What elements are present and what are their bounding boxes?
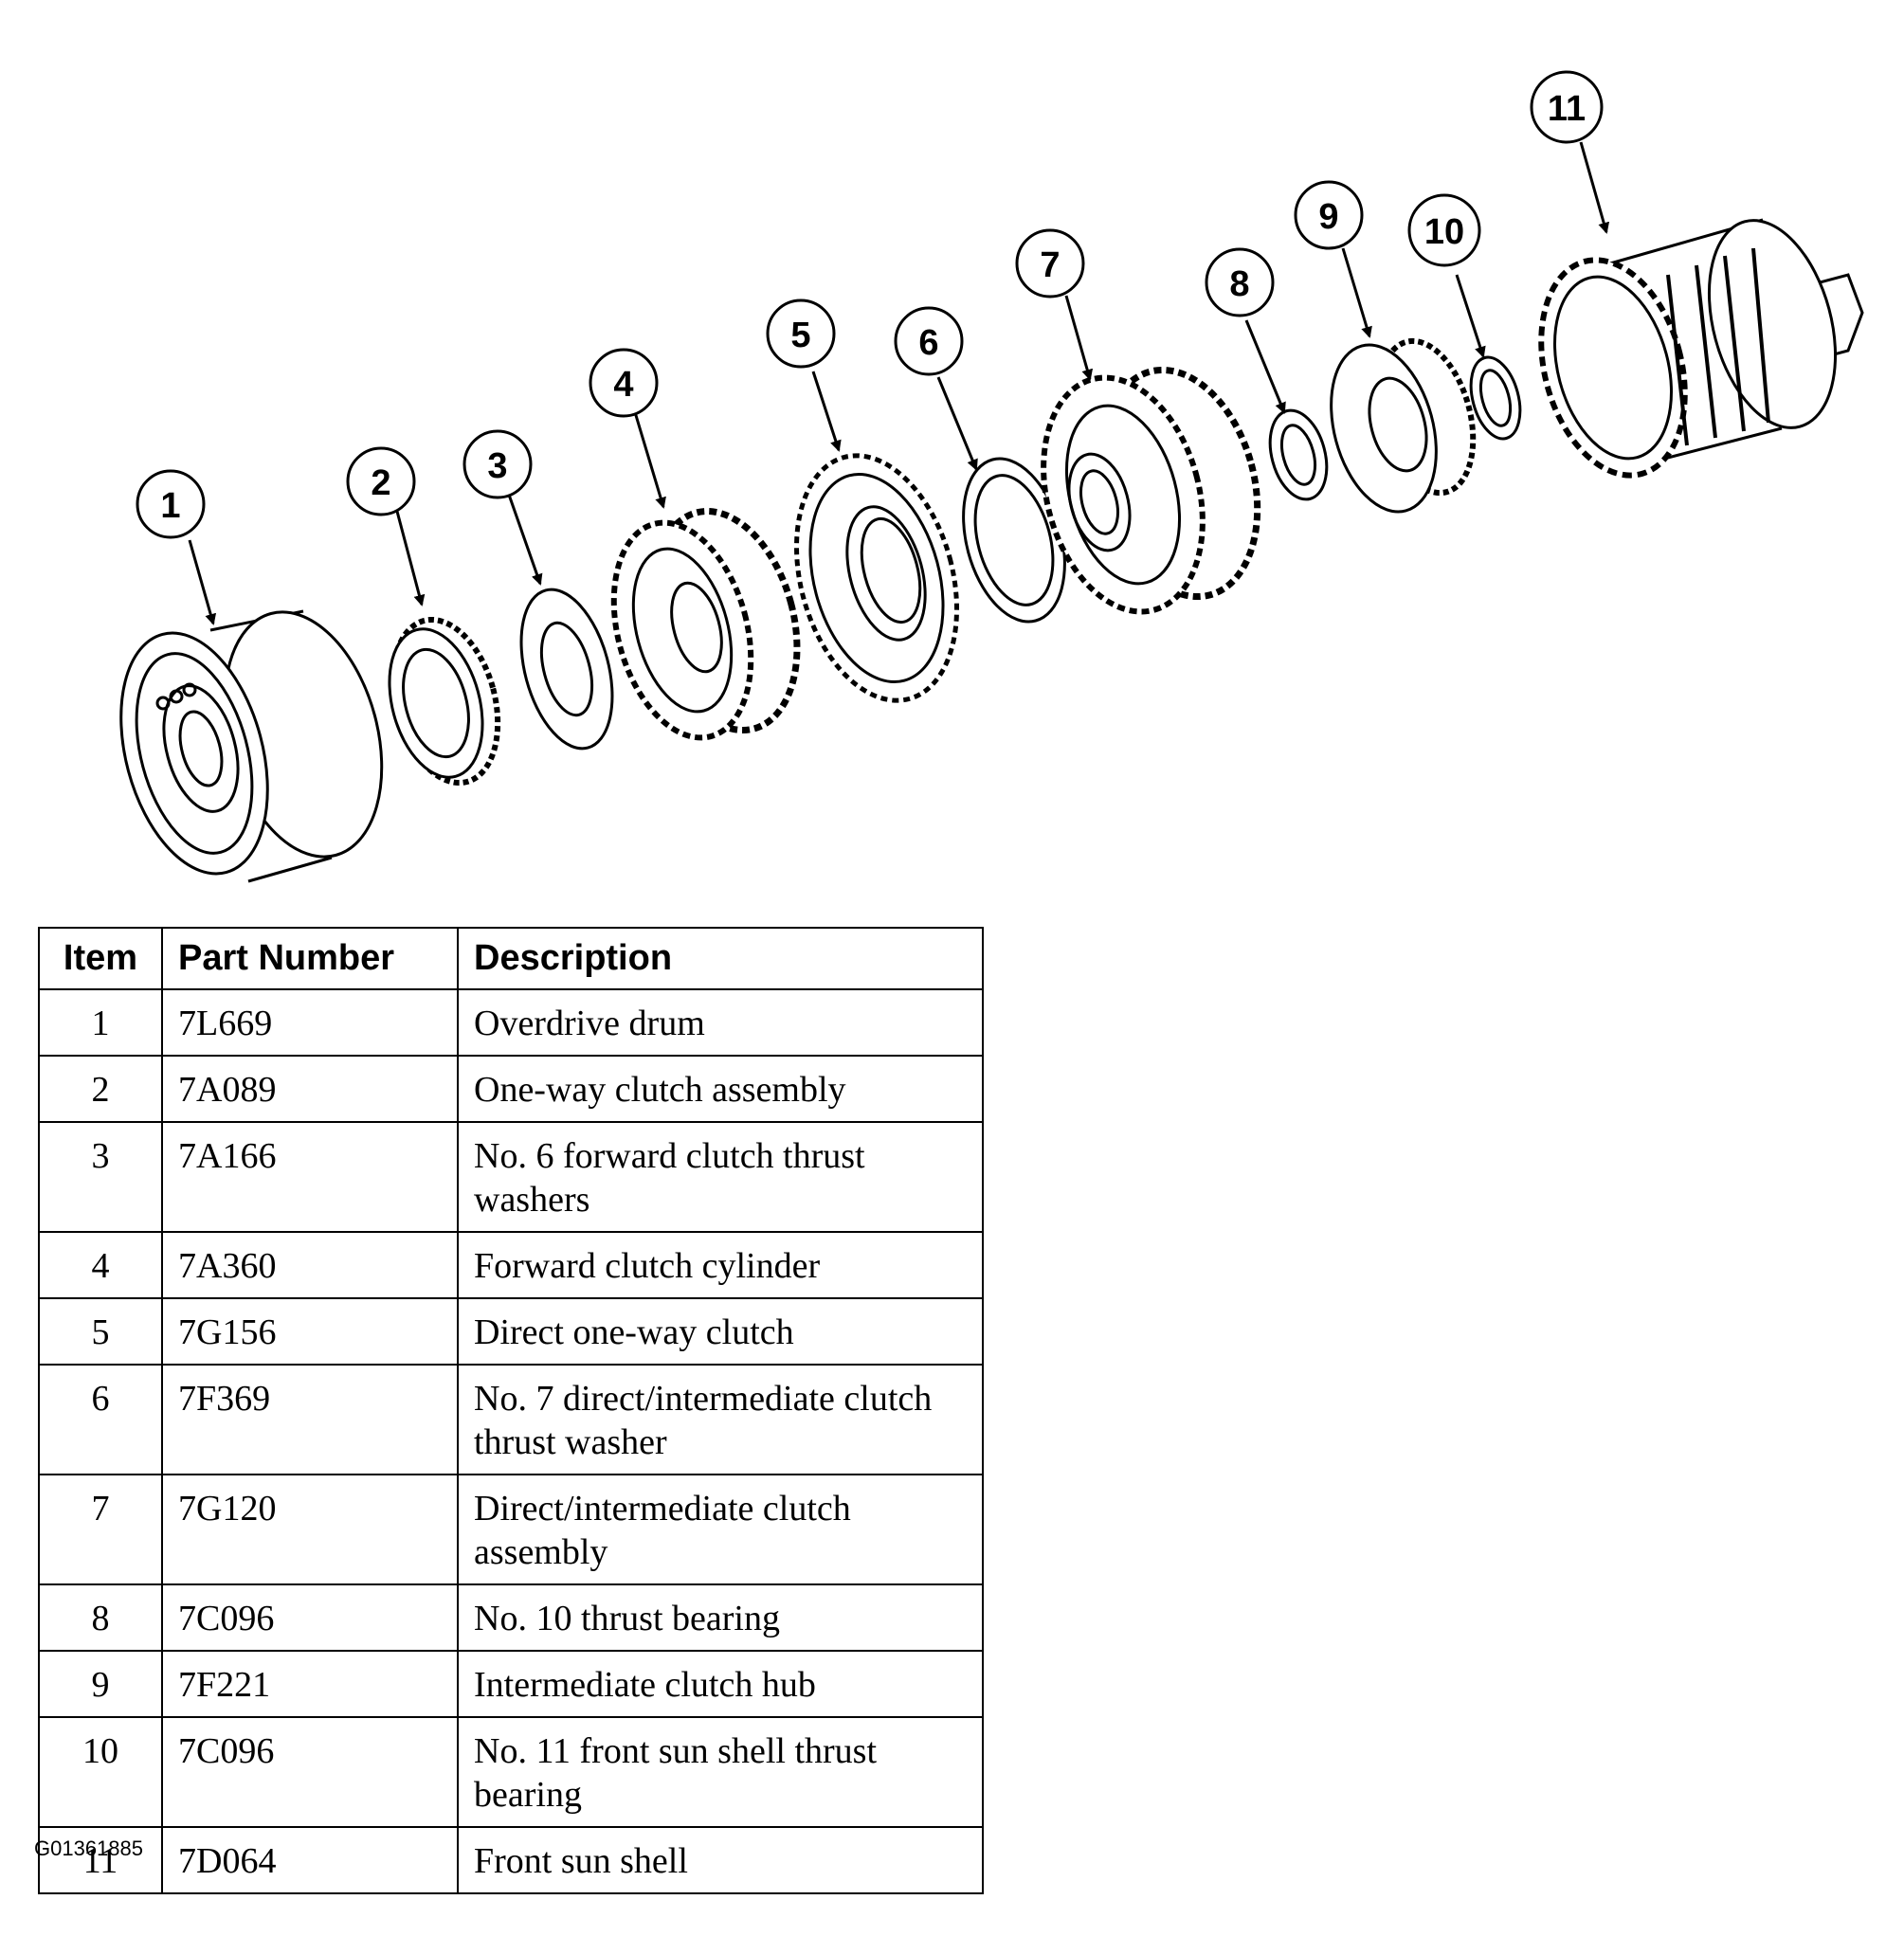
item-cell: 10 [38, 1716, 163, 1828]
item-cell: 9 [38, 1650, 163, 1718]
item-cell: 6 [38, 1364, 163, 1475]
item-cell: 11 [38, 1826, 163, 1894]
table-row: 2 7A089 One-way clutch assembly [38, 1055, 984, 1123]
callout-4-label: 4 [613, 365, 633, 405]
header-item: Item [38, 927, 163, 990]
description-cell: No. 7 direct/intermediate clutch thrust … [457, 1364, 984, 1475]
callout-1-label: 1 [160, 486, 180, 526]
description-cell: No. 10 thrust bearing [457, 1583, 984, 1652]
part-number-cell: 7L669 [161, 988, 459, 1057]
table-row: 1 7L669 Overdrive drum [38, 988, 984, 1057]
header-description: Description [457, 927, 984, 990]
table-header-row: Item Part Number Description [38, 927, 984, 990]
callout-1: 1 [136, 469, 206, 539]
part-number-cell: 7A089 [161, 1055, 459, 1123]
part-number-cell: 7G156 [161, 1297, 459, 1366]
item-cell: 8 [38, 1583, 163, 1652]
description-cell: No. 11 front sun shell thrust bearing [457, 1716, 984, 1828]
item-cell: 1 [38, 988, 163, 1057]
callout-10: 10 [1407, 193, 1481, 267]
parts-table: Item Part Number Description 1 7L669 Ove… [38, 927, 984, 1894]
table-row: 4 7A360 Forward clutch cylinder [38, 1231, 984, 1299]
part-9-intermediate-clutch-hub [1330, 337, 1477, 514]
item-cell: 3 [38, 1121, 163, 1233]
part-3-thrust-washer [519, 588, 614, 751]
part-number-cell: 7F221 [161, 1650, 459, 1718]
table-row: 7 7G120 Direct/intermediate clutch assem… [38, 1474, 984, 1585]
item-cell: 2 [38, 1055, 163, 1123]
description-cell: Intermediate clutch hub [457, 1650, 984, 1718]
description-cell: One-way clutch assembly [457, 1055, 984, 1123]
callout-9-label: 9 [1318, 197, 1338, 237]
description-cell: Forward clutch cylinder [457, 1231, 984, 1299]
part-1-overdrive-drum [119, 609, 384, 883]
part-number-cell: 7A166 [161, 1121, 459, 1233]
table-row: 5 7G156 Direct one-way clutch [38, 1297, 984, 1366]
item-cell: 4 [38, 1231, 163, 1299]
callout-8: 8 [1205, 247, 1275, 317]
callout-2-label: 2 [371, 463, 390, 503]
table-row: 9 7F221 Intermediate clutch hub [38, 1650, 984, 1718]
description-cell: Front sun shell [457, 1826, 984, 1894]
callout-arrows [188, 141, 1610, 625]
callout-2: 2 [346, 446, 416, 516]
part-10-thrust-bearing [1469, 355, 1522, 441]
callout-5-label: 5 [790, 316, 810, 355]
item-cell: 5 [38, 1297, 163, 1366]
table-row: 3 7A166 No. 6 forward clutch thrust wash… [38, 1121, 984, 1233]
table-row: 6 7F369 No. 7 direct/intermediate clutch… [38, 1364, 984, 1475]
table-row: 11 7D064 Front sun shell [38, 1826, 984, 1894]
table-row: 8 7C096 No. 10 thrust bearing [38, 1583, 984, 1652]
callout-6: 6 [894, 306, 964, 376]
callout-7-label: 7 [1040, 245, 1060, 285]
callout-8-label: 8 [1229, 264, 1249, 304]
table-row: 10 7C096 No. 11 front sun shell thrust b… [38, 1716, 984, 1828]
item-cell: 7 [38, 1474, 163, 1585]
part-number-cell: 7D064 [161, 1826, 459, 1894]
callouts: 1 2 3 4 5 6 7 8 9 10 11 [136, 70, 1604, 539]
part-number-cell: 7C096 [161, 1716, 459, 1828]
part-number-cell: 7F369 [161, 1364, 459, 1475]
part-11-front-sun-shell [1538, 218, 1864, 479]
part-8-thrust-bearing [1268, 408, 1329, 501]
callout-11-label: 11 [1548, 89, 1586, 129]
callout-10-label: 10 [1424, 212, 1464, 252]
description-cell: Direct one-way clutch [457, 1297, 984, 1366]
callout-7: 7 [1015, 228, 1085, 299]
callout-6-label: 6 [918, 323, 938, 363]
description-cell: Direct/intermediate clutch assembly [457, 1474, 984, 1585]
exploded-parts-diagram: 1 2 3 4 5 6 7 8 9 10 11 [119, 70, 1864, 883]
callout-9: 9 [1294, 180, 1364, 250]
part-number-cell: 7A360 [161, 1231, 459, 1299]
description-cell: No. 6 forward clutch thrust washers [457, 1121, 984, 1233]
part-number-cell: 7C096 [161, 1583, 459, 1652]
callout-4: 4 [589, 348, 659, 418]
callout-3: 3 [462, 429, 533, 499]
callout-11: 11 [1530, 70, 1604, 144]
part-2-one-way-clutch-assembly [388, 616, 501, 787]
description-cell: Overdrive drum [457, 988, 984, 1057]
figure-id: G01361885 [34, 1836, 143, 1860]
part-number-cell: 7G120 [161, 1474, 459, 1585]
callout-5: 5 [766, 299, 836, 369]
part-5-direct-one-way-clutch [794, 453, 959, 703]
part-4-forward-clutch-cylinder [610, 508, 801, 741]
callout-3-label: 3 [487, 446, 507, 486]
header-part-number: Part Number [161, 927, 459, 990]
